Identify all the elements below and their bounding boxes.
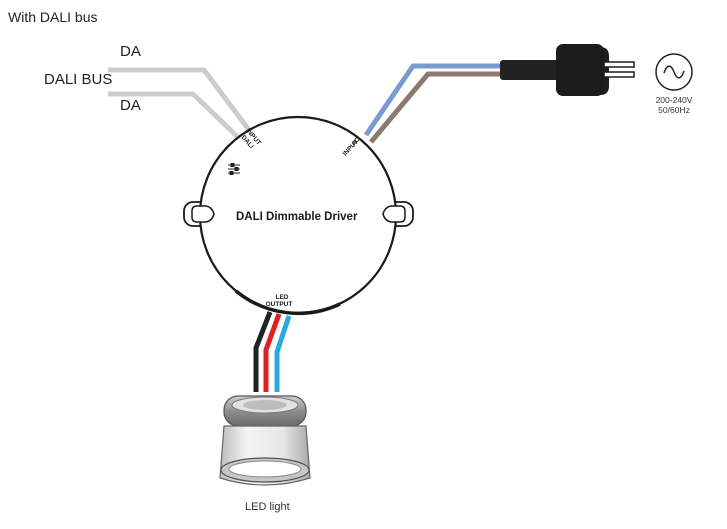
dali-bus-da2-label: DA	[120, 97, 141, 114]
ac-source-symbol	[655, 53, 693, 91]
led-wire-blue	[274, 315, 292, 392]
led-output-label-line2: OUTPUT	[266, 301, 293, 308]
dali-bus-da1-label: DA	[120, 43, 141, 60]
led-light-fixture	[219, 395, 311, 486]
mains-plug	[500, 44, 635, 96]
led-output-label-line1: LED	[276, 294, 289, 301]
diagram-heading: With DALI bus	[8, 9, 98, 25]
ac-input-wires	[363, 63, 508, 144]
plug-prong-top	[603, 61, 635, 68]
dali-wire-da1	[108, 67, 254, 136]
dali-wire-da2	[108, 91, 243, 142]
mains-frequency-label: 50/60Hz	[658, 105, 690, 115]
driver-name-label: DALI Dimmable Driver	[236, 211, 358, 223]
led-light-label: LED light	[245, 501, 290, 513]
mains-voltage-label: 200-240V	[655, 95, 693, 105]
led-wire-red	[263, 313, 282, 392]
led-wire-black	[253, 311, 273, 392]
dali-bus-label: DALI BUS	[44, 71, 113, 88]
dali-driver: DALI INPUT AC INPUT LED OUTPUT	[183, 115, 414, 316]
plug-prong-bottom	[603, 71, 635, 78]
ac-input-label-line1: AC	[350, 136, 362, 148]
led-output-wires	[253, 311, 292, 392]
ac-wire-blue	[363, 63, 508, 137]
ac-wire-brown	[369, 71, 508, 144]
dimmer-symbol-icon	[228, 163, 240, 175]
dali-bus-wires	[108, 67, 254, 142]
